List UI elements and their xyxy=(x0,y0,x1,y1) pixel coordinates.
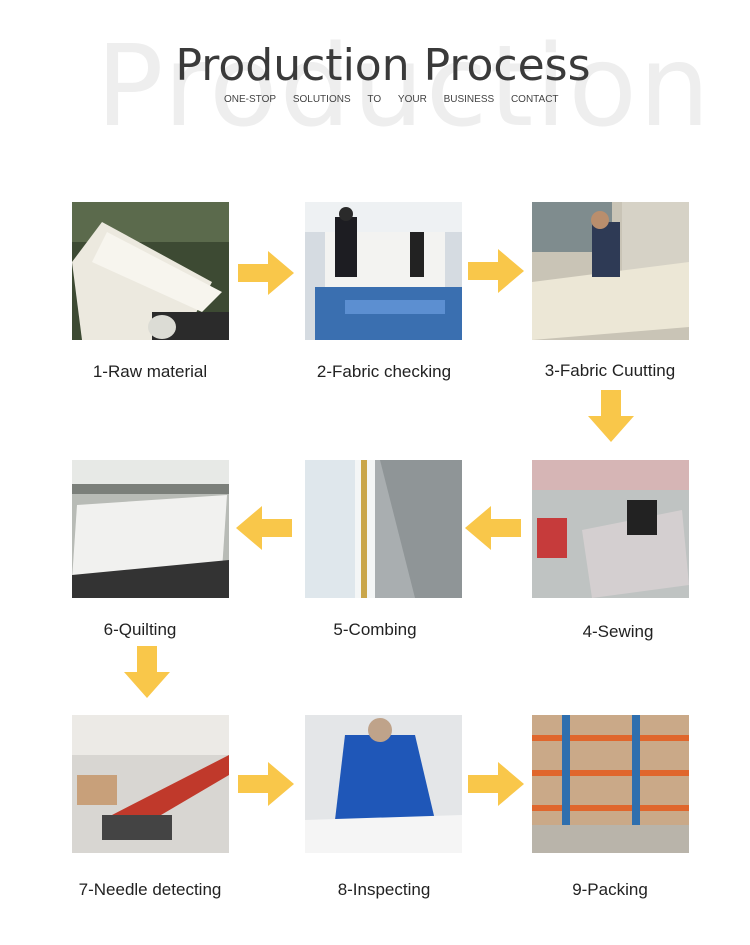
arrow-down-icon xyxy=(124,646,170,698)
step-label: 7-Needle detecting xyxy=(78,880,222,899)
arrow-right-icon xyxy=(468,762,524,806)
packing-photo xyxy=(532,715,689,853)
step-label: 2-Fabric checking xyxy=(316,362,452,381)
subtitle-word: BUSINESS xyxy=(443,94,495,105)
inspecting-photo xyxy=(305,715,462,853)
step-label: 4-Sewing xyxy=(582,622,654,641)
combing-photo xyxy=(305,460,462,598)
quilting-photo xyxy=(72,460,229,598)
subtitle-word: ONE-STOP xyxy=(224,94,277,105)
arrow-down-icon xyxy=(588,390,634,442)
arrow-left-icon xyxy=(236,506,292,550)
raw-material-photo xyxy=(72,202,229,340)
page-title: Production Process xyxy=(175,40,591,91)
fabric-checking-photo xyxy=(305,202,462,340)
step-label: 8-Inspecting xyxy=(337,880,431,899)
fabric-cutting-photo xyxy=(532,202,689,340)
step-label: 6-Quilting xyxy=(103,620,177,639)
subtitle-word: SOLUTIONS xyxy=(292,94,351,105)
subtitle-word: YOUR xyxy=(397,94,427,105)
page-subtitle: ONE-STOP SOLUTIONS TO YOUR BUSINESS CONT… xyxy=(224,94,573,105)
needle-detecting-photo xyxy=(72,715,229,853)
arrow-right-icon xyxy=(238,762,294,806)
subtitle-word: CONTACT xyxy=(510,94,559,105)
step-label: 5-Combing xyxy=(333,620,417,639)
arrow-left-icon xyxy=(465,506,521,550)
sewing-photo xyxy=(532,460,689,598)
arrow-right-icon xyxy=(468,249,524,293)
step-label: 3-Fabric Cuutting xyxy=(544,361,676,380)
arrow-right-icon xyxy=(238,251,294,295)
background-watermark-word: Production xyxy=(96,22,712,152)
subtitle-word: TO xyxy=(367,94,382,105)
step-label: 1-Raw material xyxy=(92,362,208,381)
step-label: 9-Packing xyxy=(572,880,648,899)
